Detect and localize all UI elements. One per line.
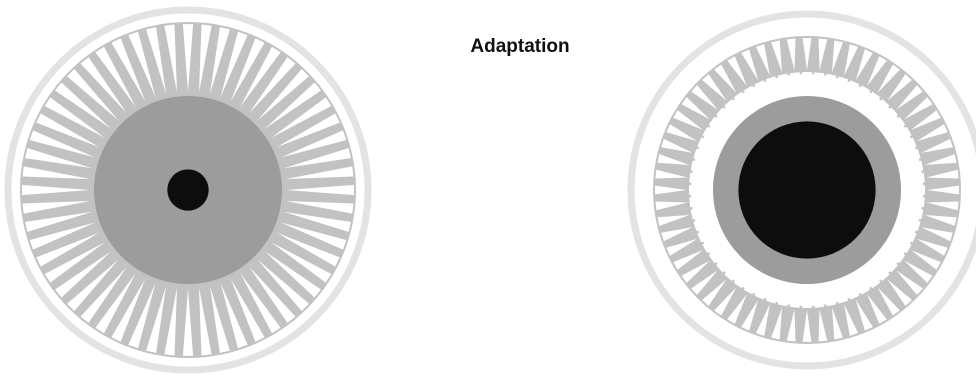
iris-ray [813, 306, 814, 318]
iris-ray [800, 306, 801, 318]
iris-ray [800, 62, 801, 74]
pupil [738, 121, 875, 258]
iris-ray [923, 196, 935, 197]
eye-right-constricted-iris [631, 14, 976, 366]
eye-left-dilated-iris [8, 10, 368, 370]
iris-ray [813, 62, 814, 74]
pupil [167, 169, 208, 210]
iris-ray [679, 196, 691, 197]
iris-ray [923, 183, 935, 184]
iris-ray [679, 183, 691, 184]
